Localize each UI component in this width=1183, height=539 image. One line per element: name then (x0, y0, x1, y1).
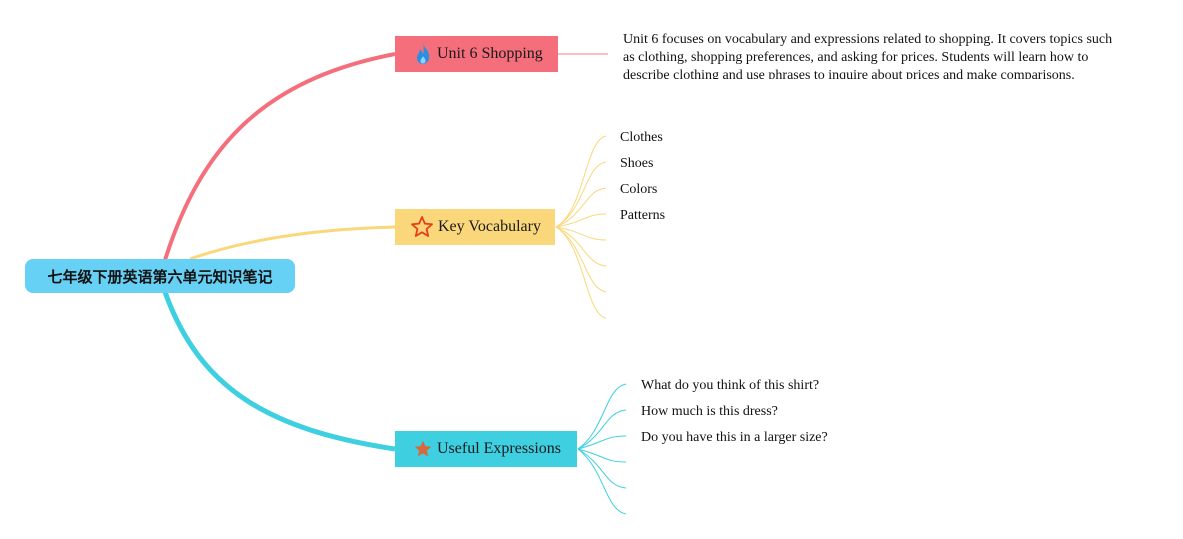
vocabulary-item-colors[interactable]: Colors (620, 182, 658, 197)
connector-root-expressions (162, 291, 396, 452)
unit6-description: Unit 6 focuses on vocabulary and express… (623, 32, 1113, 79)
vocabulary-item-shoes[interactable]: Shoes (620, 156, 654, 171)
branch-label: Unit 6 Shopping (437, 45, 543, 62)
vocabulary-fan (555, 135, 607, 319)
root-node[interactable]: 七年级下册英语第六单元知识笔记 (25, 259, 295, 293)
expression-item-dress[interactable]: How much is this dress? (641, 404, 778, 419)
star-filled-icon (414, 440, 432, 457)
connector-root-unit6 (163, 52, 396, 261)
root-title: 七年级下册英语第六单元知识笔记 (47, 267, 273, 286)
branch-unit6-shopping[interactable]: Unit 6 Shopping (395, 36, 558, 72)
branch-key-vocabulary[interactable]: Key Vocabulary (395, 209, 555, 245)
star-outline-icon (411, 216, 433, 237)
fire-icon (417, 44, 430, 64)
branch-label: Useful Expressions (437, 440, 561, 457)
connector-root-vocabulary (189, 225, 396, 261)
expression-item-shirt[interactable]: What do you think of this shirt? (641, 378, 820, 393)
branch-useful-expressions[interactable]: Useful Expressions (395, 431, 577, 467)
vocabulary-item-clothes[interactable]: Clothes (620, 130, 663, 145)
expression-item-larger-size[interactable]: Do you have this in a larger size? (641, 430, 828, 445)
vocabulary-item-patterns[interactable]: Patterns (620, 208, 666, 223)
branch-label: Key Vocabulary (438, 218, 541, 235)
expressions-fan (577, 383, 627, 515)
